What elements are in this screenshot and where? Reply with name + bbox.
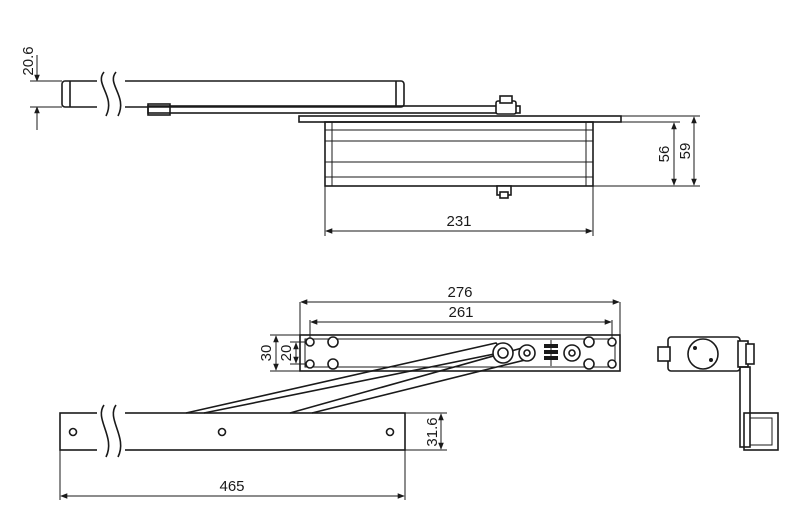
dim-30-label: 30 bbox=[258, 345, 275, 362]
top-view: 20.6 56 59 231 bbox=[20, 46, 700, 236]
dim-20-label: 20 bbox=[278, 345, 295, 362]
dimension-plate-outer-length: 276 bbox=[299, 284, 621, 335]
dimension-plate-height: 30 20 bbox=[258, 334, 305, 372]
closer-end-view bbox=[657, 336, 779, 451]
dim-20-6-label: 20.6 bbox=[20, 46, 37, 75]
slide-rail-side bbox=[147, 95, 521, 116]
dimension-arm-thickness: 20.6 bbox=[20, 46, 62, 130]
dim-31-6-label: 31.6 bbox=[424, 417, 441, 446]
bottom-view: 276 261 30 20 31 bbox=[59, 284, 779, 500]
dim-465-label: 465 bbox=[219, 478, 244, 495]
closer-linkage-arms bbox=[185, 342, 526, 414]
dimension-body-length: 231 bbox=[324, 186, 594, 236]
closer-arm-side bbox=[61, 71, 405, 117]
dim-276-label: 276 bbox=[447, 284, 472, 301]
mounting-plate bbox=[299, 334, 621, 372]
dim-231-label: 231 bbox=[446, 213, 471, 230]
slide-rail-front bbox=[59, 404, 406, 458]
dim-56-label: 56 bbox=[656, 146, 673, 163]
dimension-plate-inner-length: 261 bbox=[309, 304, 613, 338]
dimension-body-height: 56 59 bbox=[593, 115, 700, 187]
dim-261-label: 261 bbox=[448, 304, 473, 321]
dimension-rail-height: 31.6 bbox=[405, 412, 447, 451]
dim-59-label: 59 bbox=[677, 143, 694, 160]
closer-body-side bbox=[298, 115, 622, 199]
dimension-rail-length: 465 bbox=[59, 450, 406, 500]
